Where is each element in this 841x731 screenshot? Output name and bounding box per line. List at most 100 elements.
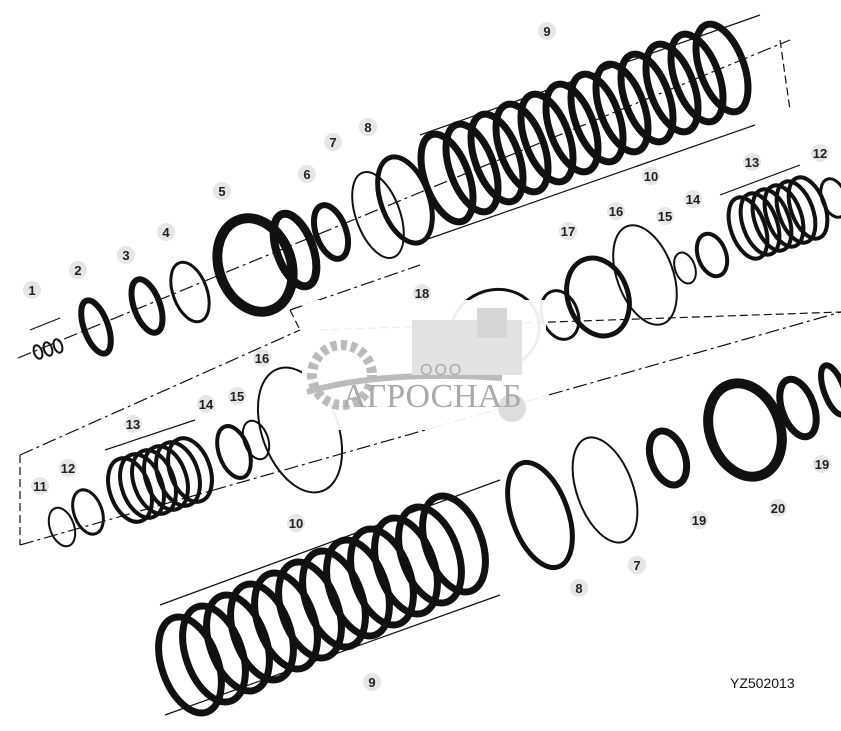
callout-10: 10 bbox=[289, 516, 303, 531]
backing-plate bbox=[505, 459, 575, 571]
spring bbox=[166, 436, 214, 504]
callout-19: 19 bbox=[692, 513, 706, 528]
snap-ring bbox=[571, 436, 639, 544]
callout-bubble bbox=[197, 395, 215, 413]
callout-10: 10 bbox=[644, 169, 658, 184]
callout-bubble bbox=[324, 133, 342, 151]
callout-bracket bbox=[164, 594, 501, 716]
snap-ring bbox=[47, 506, 77, 548]
callout-bubble bbox=[228, 387, 246, 405]
callout-bubble bbox=[31, 477, 49, 495]
callout-bubble bbox=[253, 349, 271, 367]
bearing bbox=[645, 427, 691, 489]
callout-12: 12 bbox=[61, 461, 75, 476]
callout-bubble bbox=[811, 144, 829, 162]
callout-15: 15 bbox=[658, 209, 672, 224]
callout-bubble bbox=[656, 207, 674, 225]
gear bbox=[212, 213, 298, 317]
callout-bubble bbox=[570, 579, 588, 597]
callout-7: 7 bbox=[633, 558, 640, 573]
clutch-disc bbox=[592, 60, 652, 156]
callout-bracket bbox=[419, 14, 761, 136]
seal-ring bbox=[612, 224, 678, 326]
callout-bubble bbox=[59, 459, 77, 477]
callout-bubble bbox=[157, 223, 175, 241]
clutch-disc bbox=[417, 130, 477, 226]
piston bbox=[564, 255, 632, 339]
callout-4: 4 bbox=[162, 225, 170, 240]
clutch-disc bbox=[442, 120, 502, 216]
callout-1: 1 bbox=[28, 283, 35, 298]
bearing bbox=[776, 375, 820, 441]
frame-line bbox=[289, 309, 301, 331]
spring bbox=[130, 448, 178, 516]
snap-ring bbox=[819, 177, 841, 219]
spring bbox=[774, 179, 818, 245]
o-ring bbox=[42, 341, 54, 357]
ring bbox=[694, 231, 730, 279]
callout-bubble bbox=[23, 281, 41, 299]
clutch-disc bbox=[567, 70, 627, 166]
spring bbox=[118, 452, 166, 520]
clutch-disc bbox=[395, 503, 465, 607]
callout-14: 14 bbox=[686, 192, 701, 207]
seal bbox=[241, 419, 271, 461]
callout-bubble bbox=[690, 511, 708, 529]
callout-bubble bbox=[684, 190, 702, 208]
spring bbox=[106, 456, 154, 524]
center-line bbox=[17, 39, 791, 359]
frame-line bbox=[779, 39, 791, 111]
callout-bubble bbox=[607, 202, 625, 220]
spring bbox=[750, 187, 794, 253]
callout-8: 8 bbox=[575, 581, 582, 596]
callout-15: 15 bbox=[230, 389, 244, 404]
gear bbox=[703, 378, 787, 482]
clutch-disc bbox=[642, 40, 702, 136]
o-ring bbox=[52, 338, 64, 354]
seal bbox=[673, 251, 697, 285]
spring bbox=[154, 440, 202, 508]
watermark-name: АГРОСНАБ bbox=[342, 378, 522, 415]
callout-bubble bbox=[813, 455, 831, 473]
callout-5: 5 bbox=[218, 184, 225, 199]
callout-17: 17 bbox=[561, 224, 575, 239]
callout-bubble bbox=[124, 415, 142, 433]
callout-bubble bbox=[363, 673, 381, 691]
clutch-disc bbox=[692, 20, 752, 116]
callout-bubble bbox=[628, 556, 646, 574]
callout-6: 6 bbox=[303, 167, 310, 182]
callout-bubble bbox=[117, 246, 135, 264]
center-line bbox=[289, 264, 421, 311]
callout-13: 13 bbox=[126, 417, 140, 432]
o-ring bbox=[32, 344, 44, 360]
callout-bubble bbox=[642, 167, 660, 185]
snap-ring bbox=[71, 488, 105, 536]
clutch-disc bbox=[542, 80, 602, 176]
callout-16: 16 bbox=[609, 204, 623, 219]
spring bbox=[142, 444, 190, 512]
watermark-logo: ООО АГРОСНАБ bbox=[302, 300, 546, 430]
clutch-disc bbox=[467, 110, 527, 206]
callout-bubble bbox=[743, 153, 761, 171]
callout-bracket bbox=[159, 479, 501, 606]
callout-bubble bbox=[538, 22, 556, 40]
clutch-disc bbox=[617, 50, 677, 146]
callout-8: 8 bbox=[364, 120, 371, 135]
callout-14: 14 bbox=[199, 397, 214, 412]
callout-9: 9 bbox=[368, 675, 375, 690]
bearing bbox=[818, 362, 841, 418]
callout-7: 7 bbox=[329, 135, 336, 150]
bearing-cone bbox=[78, 297, 114, 357]
center-line bbox=[19, 329, 301, 456]
gear-hub bbox=[269, 209, 321, 291]
snap-ring bbox=[351, 171, 405, 259]
callout-12: 12 bbox=[813, 146, 827, 161]
watermark-prefix: ООО bbox=[420, 362, 464, 379]
callout-bubble bbox=[287, 514, 305, 532]
callout-16: 16 bbox=[255, 351, 269, 366]
callout-bubble bbox=[559, 222, 577, 240]
callout-11: 11 bbox=[33, 479, 47, 494]
callout-bracket bbox=[424, 124, 756, 241]
